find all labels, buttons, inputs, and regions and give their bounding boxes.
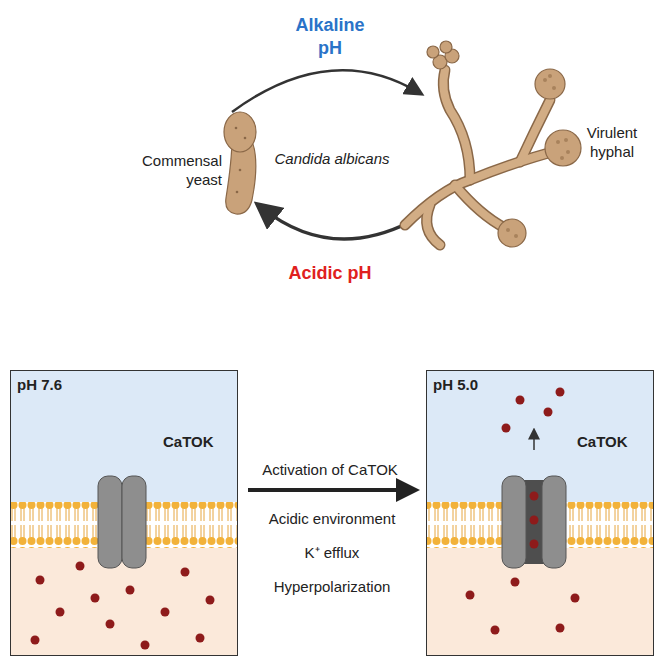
cycle-arrow [262, 208, 410, 239]
process-label: K⁺ efflux [242, 544, 422, 563]
channel-name: CaTOK [577, 433, 628, 451]
species-label: Candida albicans [252, 150, 412, 169]
channel-closed [98, 476, 146, 568]
state-label: Virulent hyphal [567, 124, 657, 162]
process-label: Hyperpolarization [242, 578, 422, 597]
state-label: Commensal yeast [112, 152, 222, 190]
condition-label: Alkaline pH [285, 14, 375, 59]
ph-value: pH 5.0 [433, 376, 478, 394]
yeast-cell [224, 112, 256, 214]
hyphal-cell [405, 41, 581, 247]
channel-name: CaTOK [163, 433, 214, 451]
ph-panel: pH 5.0CaTOK [426, 370, 654, 656]
transition-arrow [248, 488, 412, 492]
channel-open [502, 432, 566, 568]
edge-label: Activation of CaTOK [240, 461, 420, 480]
cycle-arrow [232, 70, 418, 112]
condition-label: Acidic pH [285, 262, 375, 285]
ph-panel: pH 7.6CaTOK [10, 370, 238, 656]
ph-value: pH 7.6 [17, 376, 62, 394]
process-label: Acidic environment [242, 510, 422, 529]
potassium-ion [31, 388, 580, 650]
